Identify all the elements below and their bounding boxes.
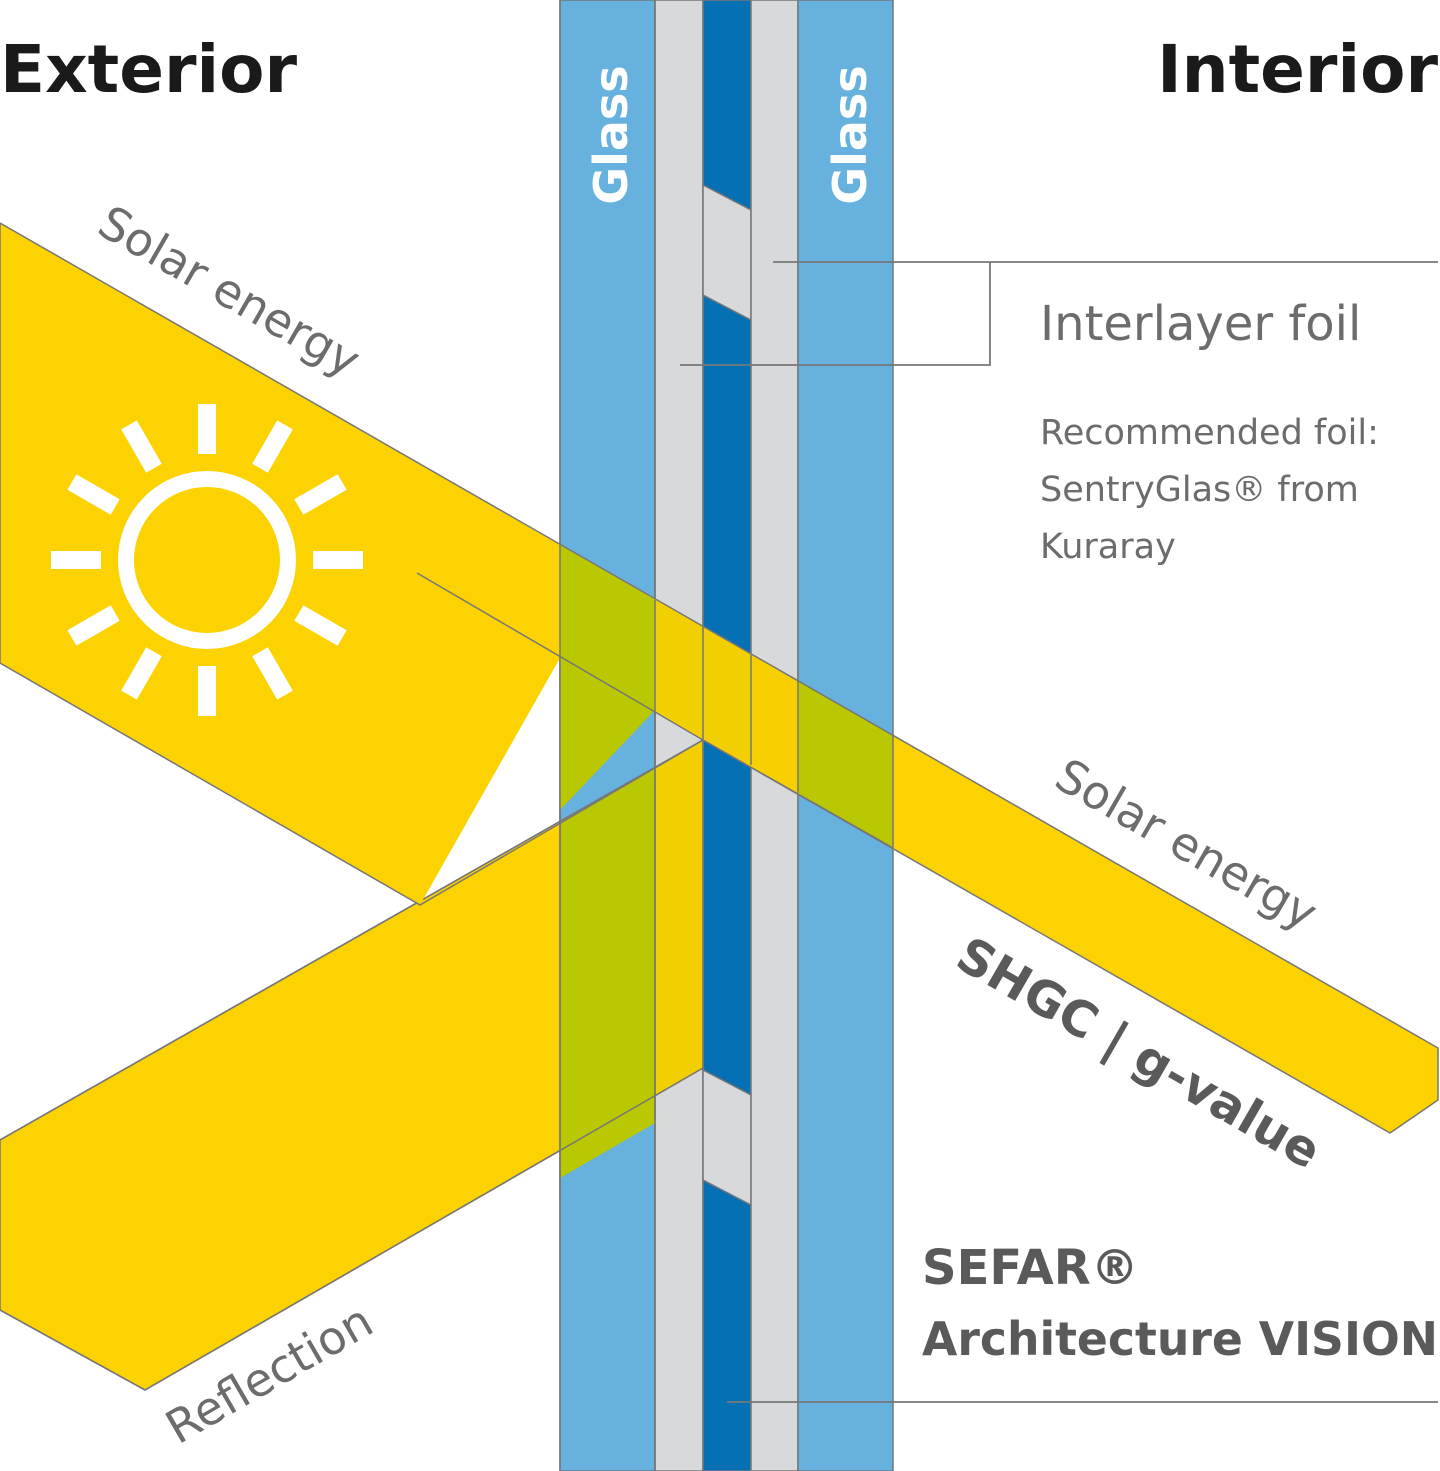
- leader-interlayer: [680, 261, 1438, 366]
- solar-beam: [0, 222, 1439, 1200]
- recommended-foil-line1: Recommended foil:: [1040, 413, 1379, 453]
- product-name-line2: Architecture VISION: [922, 1312, 1438, 1366]
- exterior-heading: Exterior: [0, 31, 297, 108]
- recommended-foil-line2: SentryGlas® from: [1040, 470, 1359, 510]
- glass-label-outer: Glass: [584, 65, 638, 204]
- glass-label-inner: Glass: [823, 65, 877, 204]
- interior-heading: Interior: [1157, 31, 1438, 108]
- product-name-line1: SEFAR®: [922, 1240, 1139, 1296]
- reflection-beam: [0, 0, 704, 1471]
- interlayer-foil-label: Interlayer foil: [1040, 296, 1361, 352]
- sun-icon: [51, 404, 363, 716]
- recommended-foil-line3: Kuraray: [1040, 527, 1176, 567]
